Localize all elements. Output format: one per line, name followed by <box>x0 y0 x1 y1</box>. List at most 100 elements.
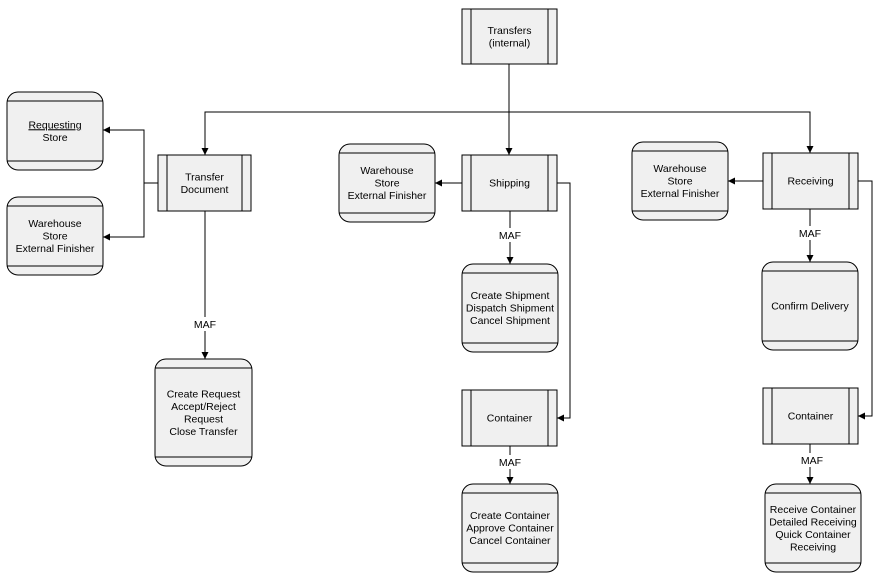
edge-line <box>204 64 510 155</box>
arrowhead <box>806 255 814 262</box>
store-box <box>761 261 859 351</box>
edge-label: MAF <box>499 230 521 242</box>
edge-label-bg <box>800 453 824 467</box>
node-label-line: Container <box>788 411 834 423</box>
arrowhead <box>806 477 814 484</box>
node-label-line: Container <box>487 413 533 425</box>
edge-crecv-actions: MAF <box>800 444 824 484</box>
edge-doc-requesting <box>103 126 158 184</box>
edge-line <box>509 111 811 153</box>
node-label-line: External Finisher <box>348 190 427 202</box>
node-label-line: Warehouse <box>28 218 81 230</box>
node-label-line: Warehouse <box>653 163 706 175</box>
node-label-line: Requesting <box>28 119 81 131</box>
node-shipping: Shipping <box>461 154 558 212</box>
node-label-line: Accept/Reject <box>171 401 236 413</box>
process-box <box>157 154 252 212</box>
edge-line <box>103 129 158 184</box>
store-box <box>154 358 253 467</box>
store-box <box>6 196 104 276</box>
node-label-line: Transfer <box>185 171 224 183</box>
node-label-line: Quick Container <box>775 529 851 541</box>
store-box <box>6 91 104 171</box>
edge-label: MAF <box>801 455 823 467</box>
node-label-line: Store <box>374 178 399 190</box>
edge-line <box>557 182 571 419</box>
edge-recv-container <box>858 180 873 420</box>
node-receiving: Receiving <box>762 152 859 210</box>
node-label-line: Transfers <box>488 25 532 37</box>
store-box <box>338 143 436 223</box>
arrowhead <box>201 148 209 155</box>
arrowhead <box>557 414 564 422</box>
node-label-line: Receive Container <box>770 504 857 516</box>
arrowhead <box>103 233 110 241</box>
store-box <box>461 263 559 353</box>
node-label-line: (internal) <box>489 37 530 49</box>
edge-ship-actions: MAF <box>498 211 522 264</box>
edge-label-bg <box>193 317 217 331</box>
arrowhead <box>506 257 514 264</box>
process-box <box>461 8 558 65</box>
arrowhead <box>435 179 442 187</box>
edge-ship-container <box>557 182 571 422</box>
edge-label-bg <box>498 228 522 242</box>
store-box <box>764 483 862 573</box>
arrowhead <box>201 352 209 359</box>
node-label-line: Dispatch Shipment <box>466 303 554 315</box>
arrowhead <box>806 146 814 153</box>
node-transfer-actions: Create RequestAccept/RejectRequestClose … <box>154 358 253 467</box>
node-label-line: Detailed Receiving <box>769 516 857 528</box>
node-label-line: Store <box>42 231 67 243</box>
process-box <box>762 152 859 210</box>
node-container-shipping: Container <box>461 389 558 447</box>
node-label-line: Receiving <box>787 176 833 188</box>
node-label-line: Receiving <box>790 541 836 553</box>
node-label-line: Store <box>667 176 692 188</box>
arrowhead <box>506 477 514 484</box>
node-label-line: Store <box>42 132 67 144</box>
node-confirm-delivery: Confirm Delivery <box>761 261 859 351</box>
edge-label-bg <box>498 455 522 469</box>
node-transfers: Transfers(internal) <box>461 8 558 65</box>
edge-transfers-docs <box>201 64 510 155</box>
node-container-receiving: Container <box>762 387 859 445</box>
arrowhead <box>858 412 865 420</box>
edge-transfers-shipping <box>505 64 513 155</box>
node-label-line: Shipping <box>489 178 530 190</box>
node-label-line: Warehouse <box>360 165 413 177</box>
arrowhead <box>728 177 735 185</box>
arrowhead <box>505 148 513 155</box>
edge-doc-actions: MAF <box>193 211 217 359</box>
store-box <box>631 141 729 221</box>
edge-label-bg <box>798 226 822 240</box>
process-box <box>461 154 558 212</box>
edge-ship-wh <box>435 179 462 187</box>
node-label-line: Close Transfer <box>169 426 238 438</box>
node-label-line: Create Request <box>167 388 241 400</box>
arrowhead <box>103 126 110 134</box>
node-label-line: External Finisher <box>16 243 95 255</box>
edge-recv-wh <box>728 177 763 185</box>
edge-line <box>858 180 873 417</box>
edge-recv-confirm: MAF <box>798 209 822 262</box>
node-label-line: Cancel Shipment <box>470 315 550 327</box>
node-label-line: Confirm Delivery <box>771 301 849 313</box>
edge-label: MAF <box>194 319 216 331</box>
edge-label: MAF <box>499 457 521 469</box>
edge-label: MAF <box>799 228 821 240</box>
edge-transfers-receiving <box>509 111 814 153</box>
edge-cship-actions: MAF <box>498 446 522 484</box>
edge-doc-whleft <box>103 183 145 241</box>
node-label-line: Cancel Container <box>469 535 551 547</box>
node-label-line: Document <box>181 184 229 196</box>
node-label-line: Create Container <box>470 510 550 522</box>
